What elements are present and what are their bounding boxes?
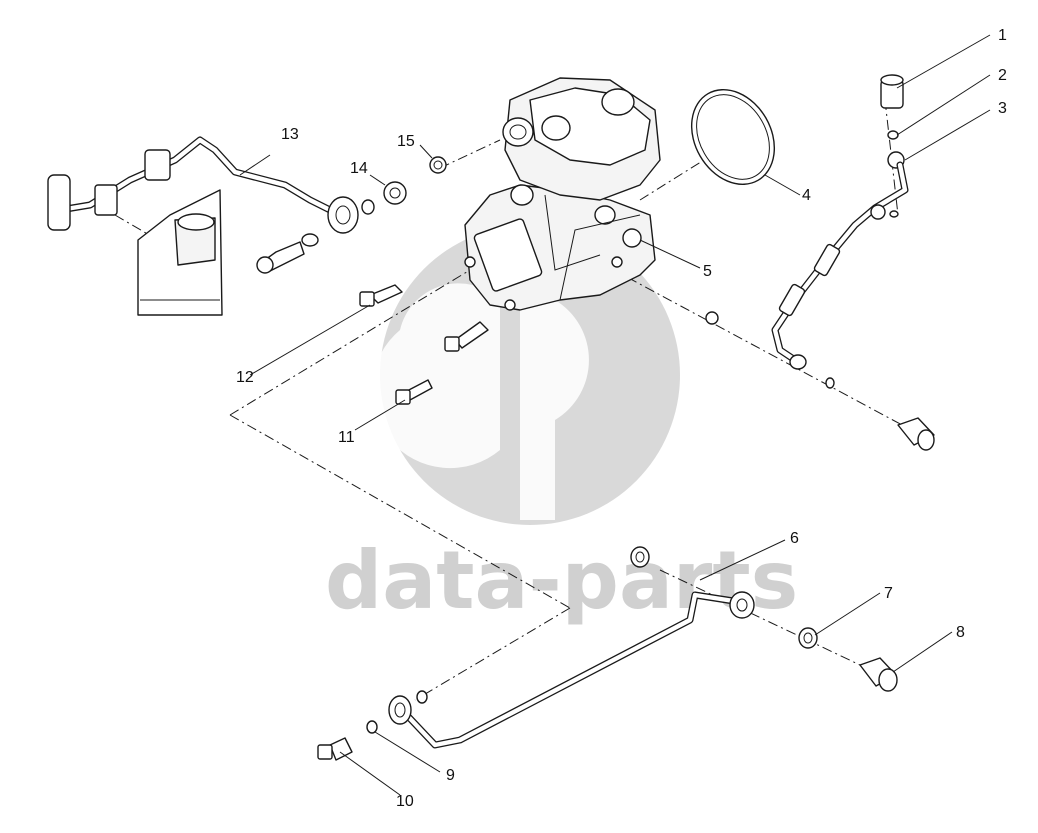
pipe-assembly-6 [317, 546, 898, 761]
fitting-14-15 [361, 156, 447, 215]
callout-10: 10 [396, 793, 414, 810]
callout-4: 4 [802, 187, 811, 204]
bolt-11b [395, 379, 433, 405]
bolt-11a [444, 321, 489, 352]
callout-12: 12 [236, 369, 254, 386]
callout-11: 11 [338, 429, 355, 446]
watermark: data-parts [325, 225, 798, 627]
o-ring-4 [690, 89, 776, 185]
callout-2: 2 [998, 67, 1007, 84]
callout-6: 6 [790, 530, 799, 547]
callout-labels: 1 2 3 4 5 6 7 8 9 10 11 12 13 14 15 [236, 27, 1007, 810]
callout-14: 14 [350, 160, 368, 177]
pipe-assembly-3 [705, 74, 935, 451]
watermark-logo-cutout [371, 240, 589, 520]
leader-lines [239, 34, 991, 796]
callout-13: 13 [281, 126, 299, 143]
watermark-text: data-parts [325, 534, 798, 627]
callout-3: 3 [998, 100, 1007, 117]
callout-9: 9 [446, 767, 455, 784]
callout-15: 15 [397, 133, 415, 150]
callout-5: 5 [703, 263, 712, 280]
assembly-centerlines [114, 99, 931, 701]
pump-body-5 [464, 77, 661, 311]
callout-8: 8 [956, 624, 965, 641]
bolt-12 [359, 284, 403, 307]
banjo-bolt-left [256, 233, 319, 274]
pipe-assembly-13 [47, 136, 359, 316]
callout-1: 1 [998, 27, 1007, 44]
callout-7: 7 [884, 585, 893, 602]
